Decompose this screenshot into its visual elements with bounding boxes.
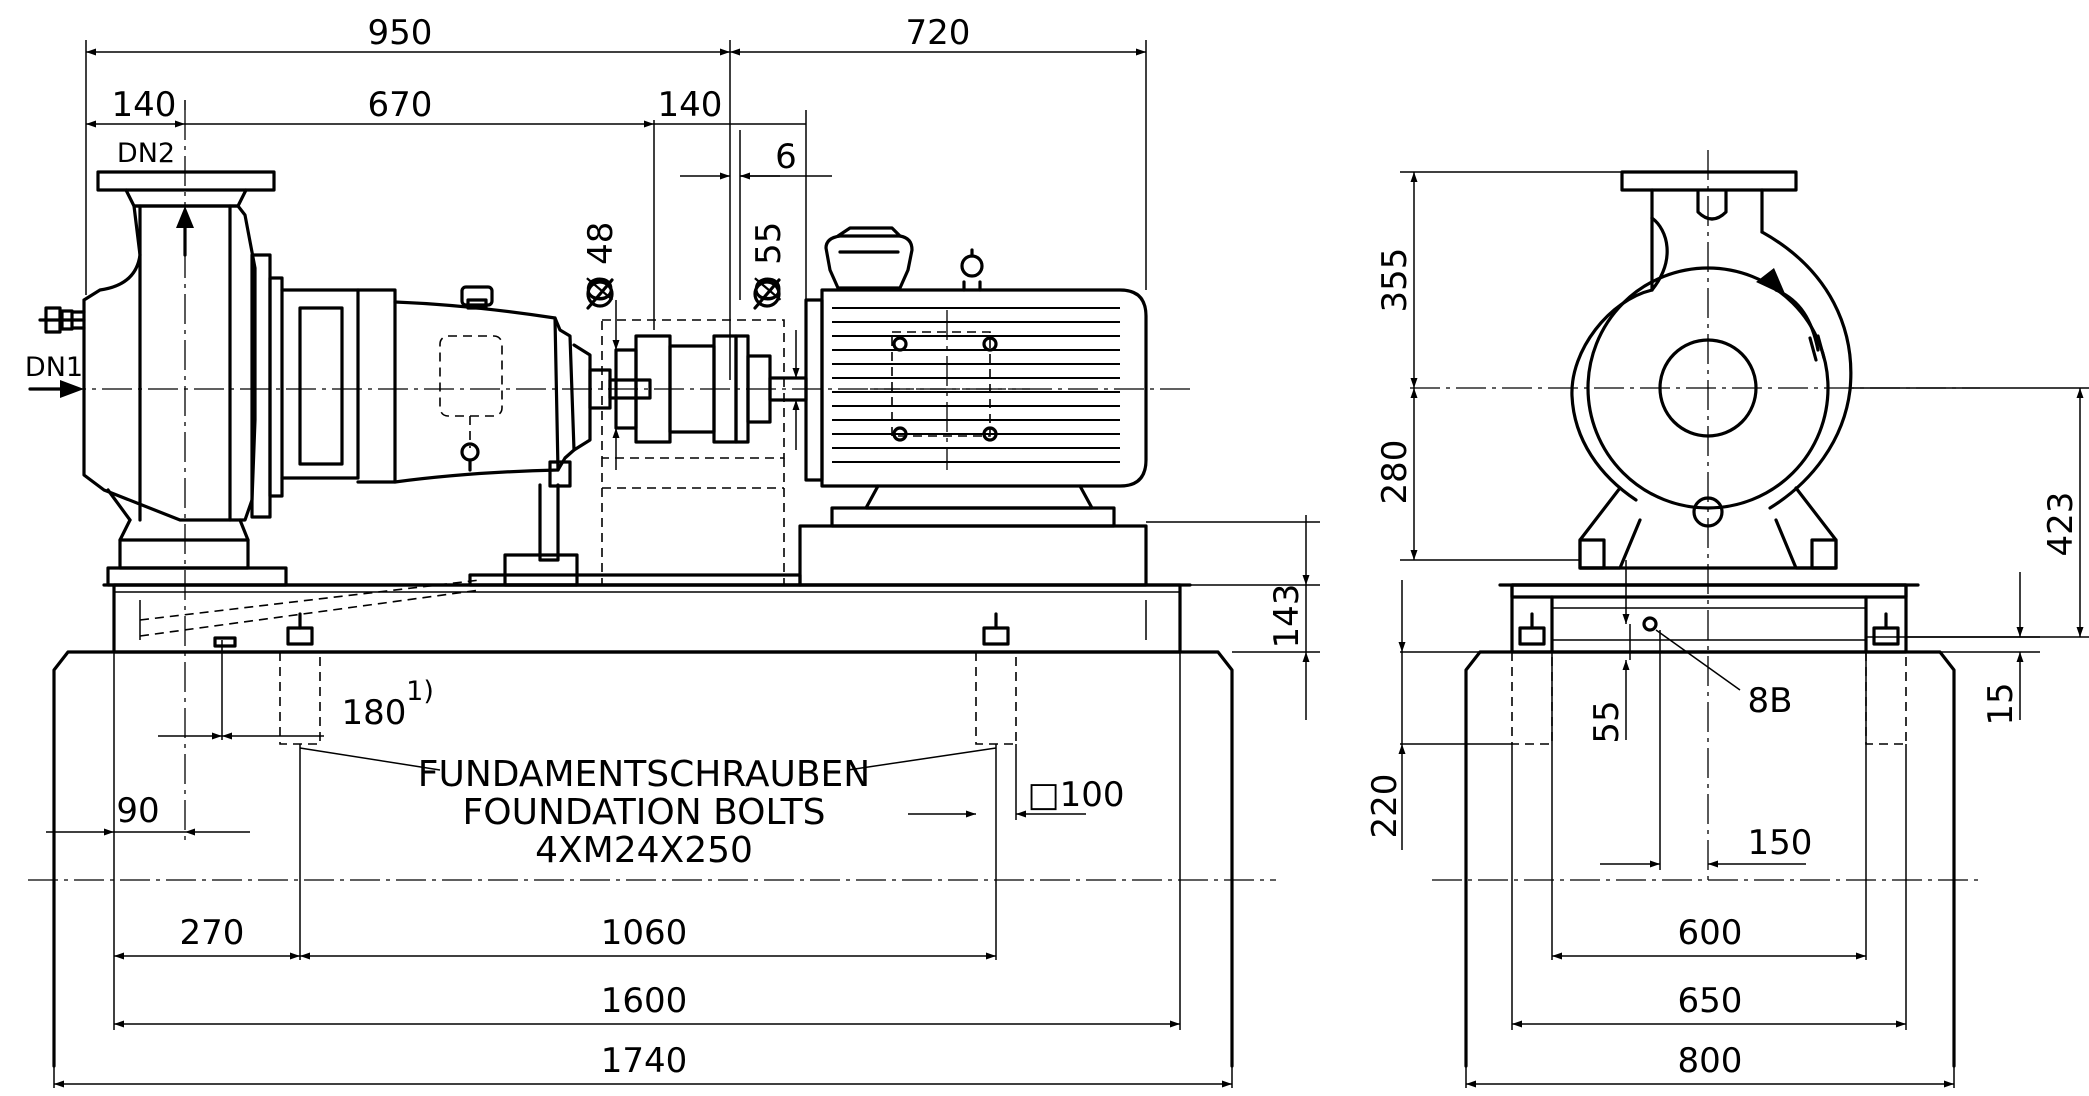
extension-lines-side — [53, 40, 1320, 1088]
bearing-bracket — [280, 285, 592, 488]
dim-270: 270 — [180, 913, 245, 953]
rotation-direction-arrow — [1756, 268, 1826, 362]
dim-143: 143 — [1267, 584, 1307, 649]
dim-950: 950 — [368, 13, 433, 53]
dim-423: 423 — [2041, 492, 2081, 557]
dim-140-left: 140 — [112, 85, 177, 125]
labels: DN2 DN1 8B — [25, 138, 1793, 721]
pump-casing — [82, 170, 288, 587]
dim-1740: 1740 — [601, 1041, 688, 1081]
dim-600: 600 — [1678, 913, 1743, 953]
dim-phi-55: Ø 55 — [749, 222, 789, 303]
front-view — [1398, 150, 2089, 1088]
dim-355: 355 — [1375, 248, 1415, 313]
shaft-and-coupling — [588, 319, 808, 585]
bracket-support — [468, 483, 802, 587]
foundation-bolt-note: FUNDAMENTSCHRAUBEN FOUNDATION BOLTS 4XM2… — [418, 754, 870, 871]
dimension-lines-side — [46, 48, 1310, 1088]
dim-220: 220 — [1365, 774, 1405, 839]
note-line-2: FOUNDATION BOLTS — [463, 792, 826, 833]
dim-670: 670 — [368, 85, 433, 125]
suction-flange-bolt — [38, 306, 86, 334]
dim-800: 800 — [1678, 1041, 1743, 1081]
dim-1600: 1600 — [601, 981, 688, 1021]
drain-point — [1642, 616, 1741, 691]
dimension-lines-front — [1398, 172, 2084, 1088]
label-dn1: DN1 — [25, 352, 83, 383]
dim-720: 720 — [906, 13, 971, 53]
electric-motor — [798, 226, 1148, 587]
extension-lines-front — [1400, 171, 2089, 1088]
motor-cooling-fins — [832, 307, 1120, 463]
foundation-bolt-left — [279, 612, 321, 745]
bolt-note-leaders — [299, 747, 997, 771]
dim-1060: 1060 — [601, 913, 688, 953]
side-view — [28, 40, 1320, 1088]
dim-140-mid: 140 — [658, 85, 723, 125]
dim-280: 280 — [1375, 440, 1415, 505]
dimension-texts: 950 720 140 670 140 6 Ø 48 Ø 55 143 180 … — [112, 13, 2081, 1081]
dim-6: 6 — [775, 137, 797, 177]
label-dn2: DN2 — [117, 138, 175, 169]
base-frame-front — [1498, 583, 1920, 745]
note-line-1: FUNDAMENTSCHRAUBEN — [418, 754, 870, 795]
dim-55: 55 — [1587, 700, 1627, 743]
note-line-3: 4XM24X250 — [535, 830, 753, 871]
dim-150: 150 — [1748, 823, 1813, 863]
label-drain-8b: 8B — [1748, 681, 1793, 721]
diameter-symbols — [586, 278, 781, 310]
dim-phi-48: Ø 48 — [581, 222, 621, 303]
dim-15: 15 — [1981, 682, 2021, 725]
dim-650: 650 — [1678, 981, 1743, 1021]
centre-lines-side — [28, 110, 1276, 881]
dim-square-100: □100 — [1027, 775, 1124, 815]
pump-volute-front — [1570, 170, 1853, 570]
dim-180: 180 — [342, 693, 407, 733]
base-frame-side — [102, 579, 1192, 654]
foundation-bolt-right — [975, 612, 1017, 745]
dim-90: 90 — [116, 791, 159, 831]
footnote-mark: 1) — [406, 676, 434, 707]
